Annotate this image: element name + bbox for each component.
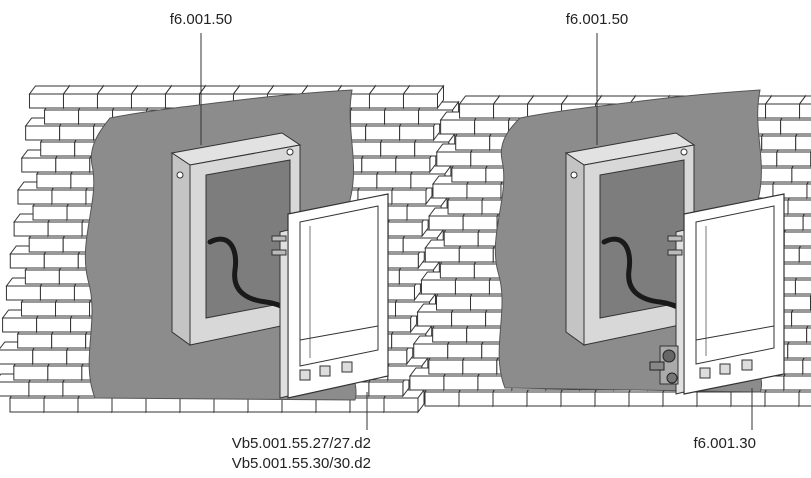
right-top-label: f6.001.50: [566, 11, 629, 28]
brick: [402, 85, 444, 109]
right-installation-scene: f6.001.50 f6.001.30: [409, 11, 811, 452]
left-bottom-label-line1: Vb5.001.55.27/27.d2: [232, 435, 371, 452]
right-frame-unit: [649, 193, 785, 395]
right-cable: [601, 236, 687, 313]
left-bottom-label-line2: Vb5.001.55.30/30.d2: [232, 455, 371, 472]
right-flush-box: [564, 132, 696, 346]
left-top-label: f6.001.50: [170, 11, 233, 28]
right-bottom-label: f6.001.30: [693, 435, 756, 452]
left-cable: [207, 236, 293, 313]
left-frame-unit: [271, 193, 389, 399]
left-installation-scene: f6.001.50 Vb5.001.55.27/27.d2 Vb5.001.55…: [0, 11, 460, 472]
left-flush-box: [170, 132, 302, 346]
right-valve-assembly: [649, 345, 679, 385]
